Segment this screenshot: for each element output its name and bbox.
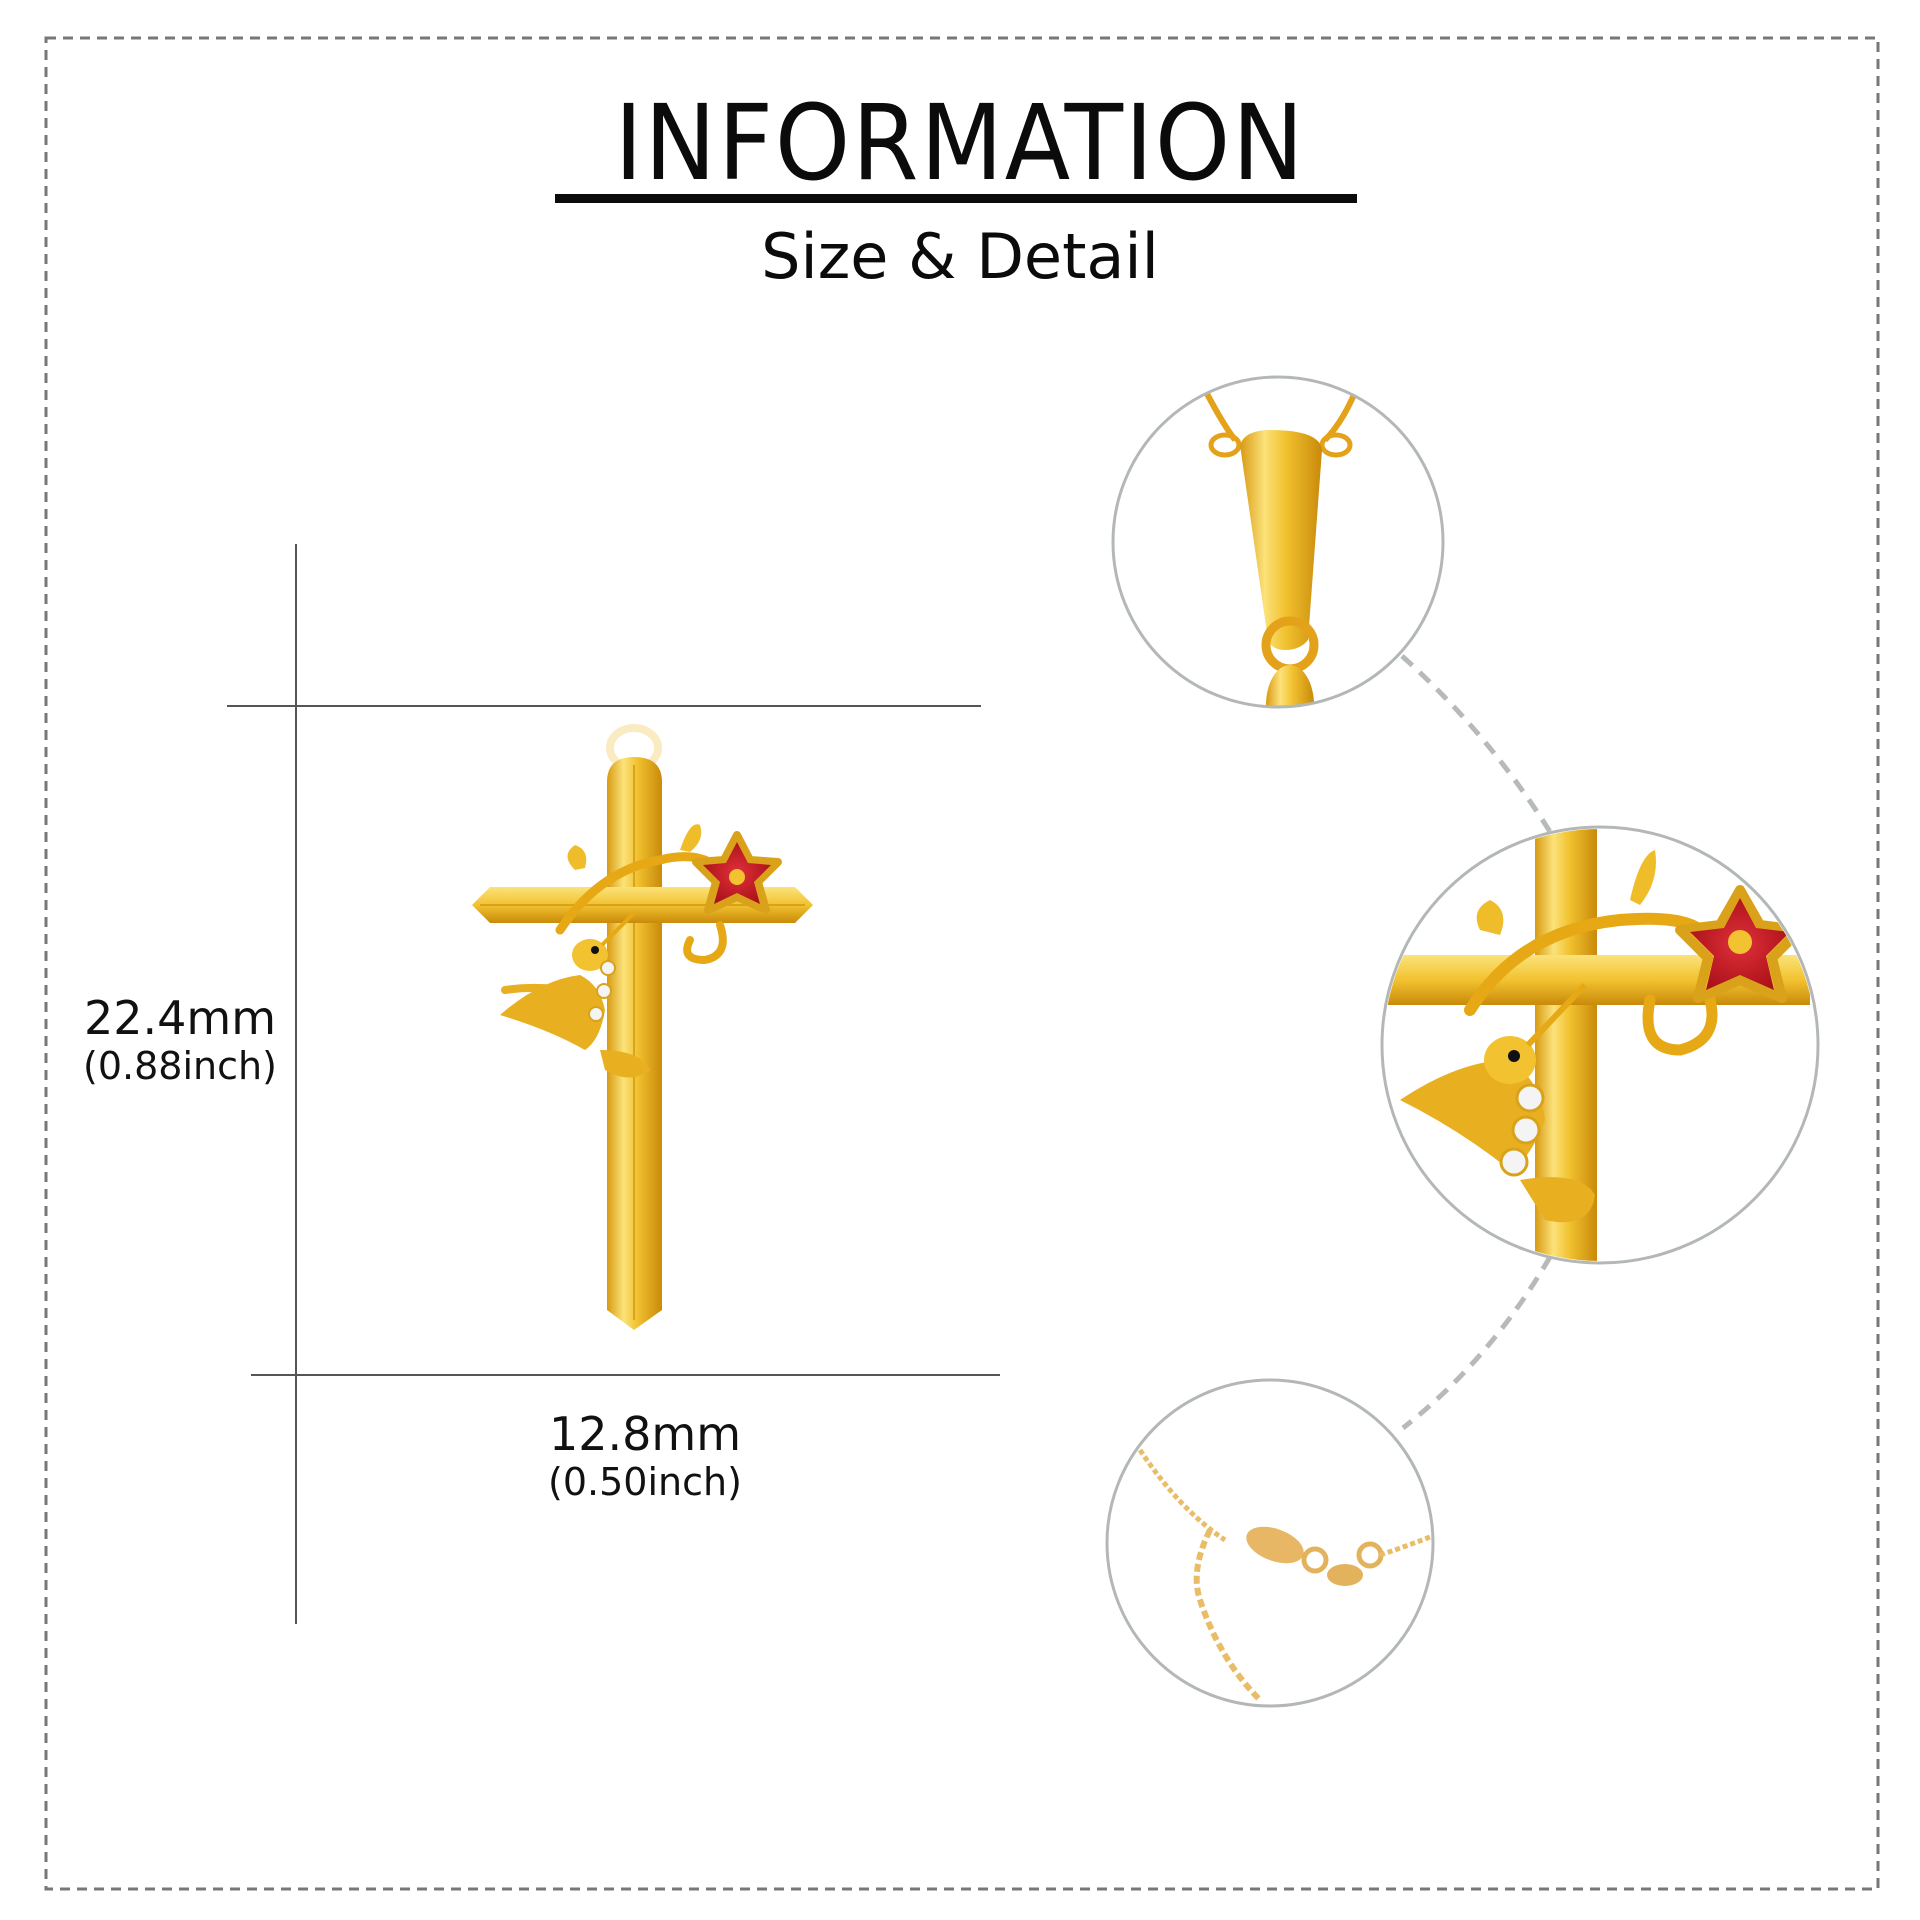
hummingbird: [500, 910, 650, 1078]
width-inch: (0.50inch): [548, 1460, 742, 1504]
detail-circle-clasp: [1105, 1378, 1435, 1708]
connector-lines: [1400, 654, 1555, 1430]
height-inch: (0.88inch): [83, 1044, 277, 1088]
page-title: INFORMATION: [614, 82, 1306, 204]
detail-circle-bail: [1111, 375, 1445, 709]
width-mm: 12.8mm: [548, 1407, 742, 1461]
width-dimension-label: 12.8mm (0.50inch): [520, 1408, 770, 1504]
height-mm: 22.4mm: [83, 991, 277, 1045]
height-dimension-label: 22.4mm (0.88inch): [60, 992, 300, 1088]
title-underline: [555, 194, 1357, 203]
red-flower: [692, 831, 782, 914]
dashed-border: [44, 36, 1880, 1891]
page-subtitle: Size & Detail: [761, 220, 1159, 293]
dimension-lines: [227, 544, 1000, 1624]
cross-pendant-image: [472, 724, 813, 1330]
detail-circle-pendant: [1380, 825, 1820, 1265]
